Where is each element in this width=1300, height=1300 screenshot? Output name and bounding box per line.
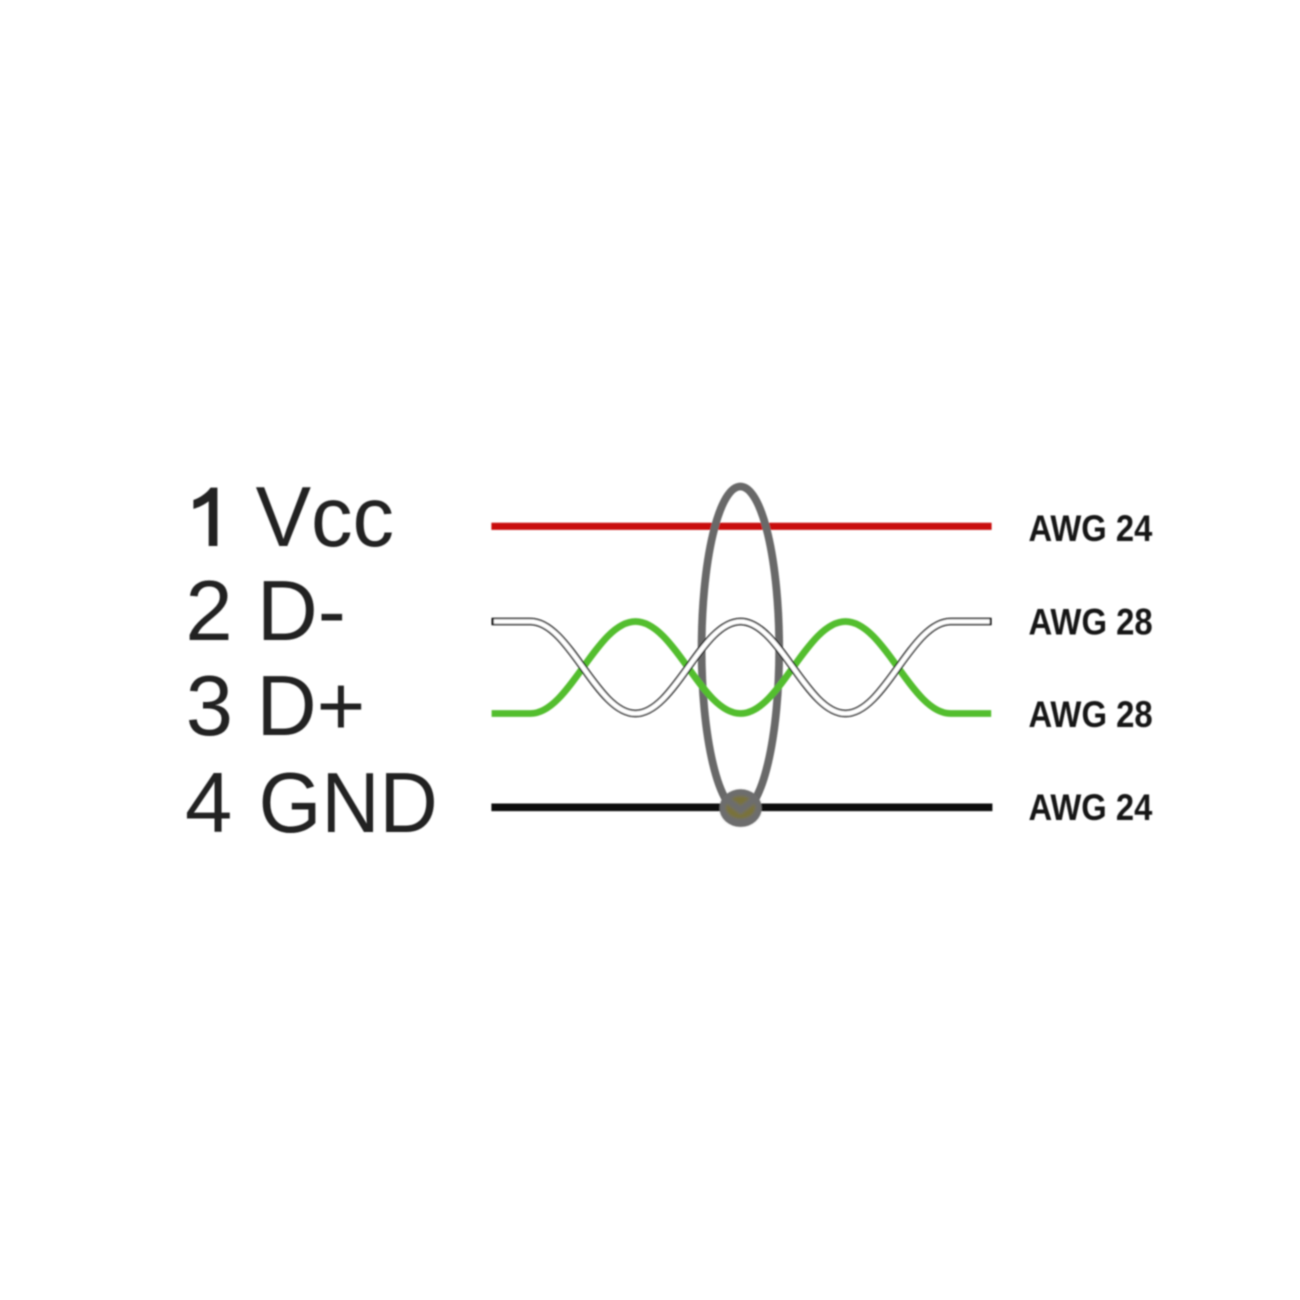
svg-text:2: 2 <box>185 564 232 659</box>
svg-text:GND: GND <box>259 756 438 851</box>
svg-text:AWG 24: AWG 24 <box>1029 787 1153 828</box>
svg-text:AWG 28: AWG 28 <box>1029 694 1153 735</box>
svg-text:AWG 28: AWG 28 <box>1029 602 1153 643</box>
svg-text:Vcc: Vcc <box>256 470 395 565</box>
svg-text:D+: D+ <box>257 659 366 754</box>
svg-text:3: 3 <box>186 659 233 754</box>
svg-text:D-: D- <box>257 564 346 659</box>
svg-text:AWG 24: AWG 24 <box>1029 508 1153 549</box>
svg-text:4: 4 <box>185 756 232 851</box>
